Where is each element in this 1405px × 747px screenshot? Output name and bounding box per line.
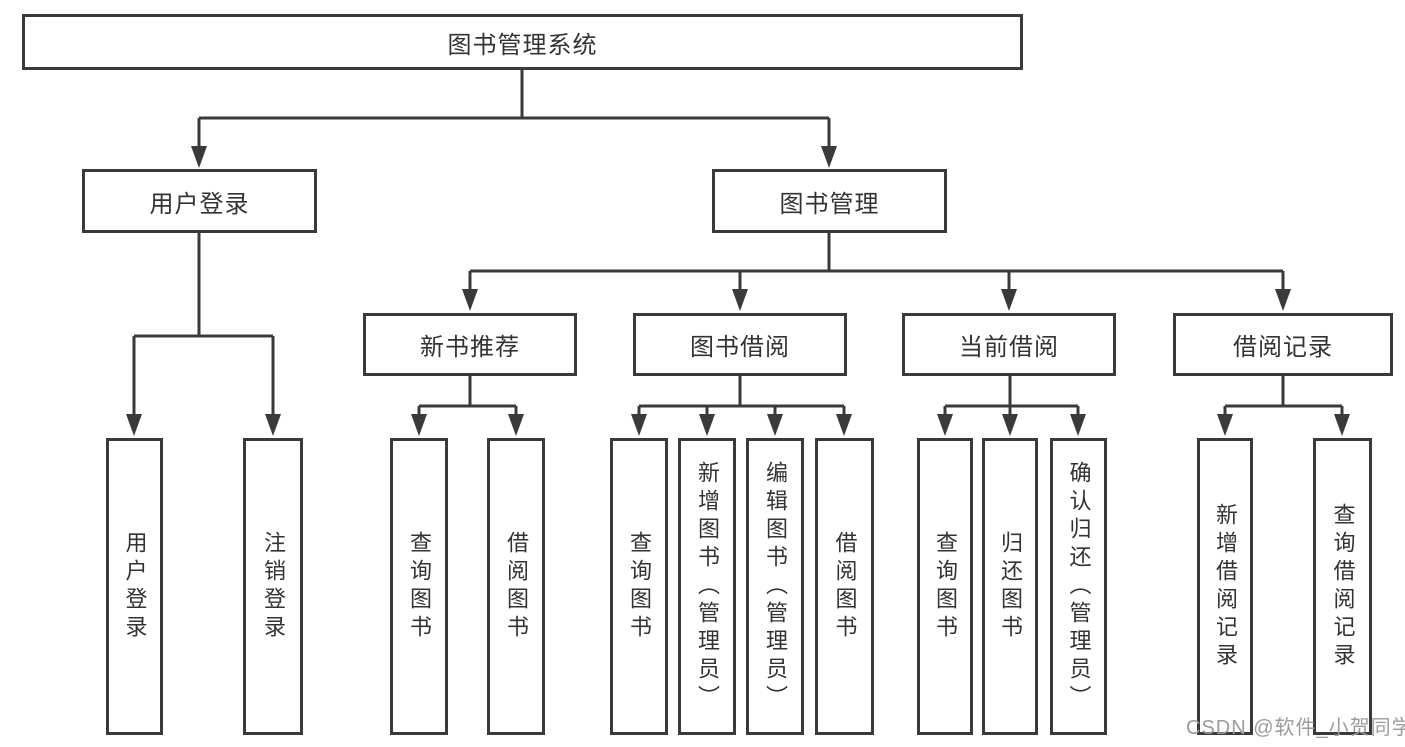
leaf-current-query-books-label: 查询图书 bbox=[933, 530, 958, 643]
leaf-add-borrow-record: 新增借阅记录 bbox=[1197, 438, 1253, 735]
leaf-current-query-books: 查询图书 bbox=[917, 438, 973, 735]
leaf-user-login: 用户登录 bbox=[106, 438, 163, 735]
leaf-recommend-query-books: 查询图书 bbox=[390, 438, 448, 735]
node-root-label: 图书管理系统 bbox=[447, 31, 598, 59]
node-user-login-label: 用户登录 bbox=[149, 190, 250, 218]
leaf-recommend-query-books-label: 查询图书 bbox=[407, 530, 432, 643]
node-book-borrowing: 图书借阅 bbox=[633, 313, 847, 376]
leaf-recommend-borrow-books-label: 借阅图书 bbox=[504, 530, 529, 643]
leaf-query-borrow-record: 查询借阅记录 bbox=[1313, 438, 1372, 735]
node-user-login: 用户登录 bbox=[82, 169, 317, 233]
leaf-confirm-return-admin-label: 确认归还（管理员） bbox=[1066, 460, 1092, 713]
leaf-edit-books-admin-label: 编辑图书（管理员） bbox=[763, 460, 788, 713]
leaf-borrowing-query-books: 查询图书 bbox=[610, 438, 668, 735]
leaf-edit-books-admin: 编辑图书（管理员） bbox=[746, 438, 804, 735]
leaf-logout: 注销登录 bbox=[243, 438, 303, 735]
leaf-confirm-return-admin: 确认归还（管理员） bbox=[1050, 438, 1107, 735]
leaf-query-borrow-record-label: 查询借阅记录 bbox=[1330, 502, 1356, 671]
node-borrowing-records: 借阅记录 bbox=[1173, 313, 1393, 376]
leaf-borrow-books: 借阅图书 bbox=[815, 438, 874, 735]
node-book-borrowing-label: 图书借阅 bbox=[690, 334, 790, 361]
node-book-management-label: 图书管理 bbox=[779, 190, 880, 218]
leaf-recommend-borrow-books: 借阅图书 bbox=[487, 438, 545, 735]
leaf-add-books-admin: 新增图书（管理员） bbox=[678, 438, 736, 735]
leaf-add-books-admin-label: 新增图书（管理员） bbox=[695, 460, 720, 713]
node-current-borrowing-label: 当前借阅 bbox=[959, 334, 1059, 361]
leaf-logout-label: 注销登录 bbox=[261, 530, 286, 643]
node-root-library-management-system: 图书管理系统 bbox=[22, 14, 1023, 70]
leaf-add-borrow-record-label: 新增借阅记录 bbox=[1213, 502, 1238, 671]
node-new-book-recommend: 新书推荐 bbox=[363, 313, 577, 376]
leaf-return-books: 归还图书 bbox=[982, 438, 1038, 735]
leaf-return-books-label: 归还图书 bbox=[998, 530, 1023, 643]
node-new-book-recommend-label: 新书推荐 bbox=[420, 334, 520, 361]
node-borrowing-records-label: 借阅记录 bbox=[1233, 334, 1333, 361]
leaf-borrow-books-label: 借阅图书 bbox=[832, 530, 858, 643]
csdn-watermark: CSDN @软件_小贺同学 bbox=[1186, 717, 1405, 739]
leaf-user-login-label: 用户登录 bbox=[122, 530, 148, 643]
node-book-management: 图书管理 bbox=[712, 169, 947, 233]
leaf-borrowing-query-books-label: 查询图书 bbox=[627, 530, 652, 643]
node-current-borrowing: 当前借阅 bbox=[902, 313, 1116, 376]
